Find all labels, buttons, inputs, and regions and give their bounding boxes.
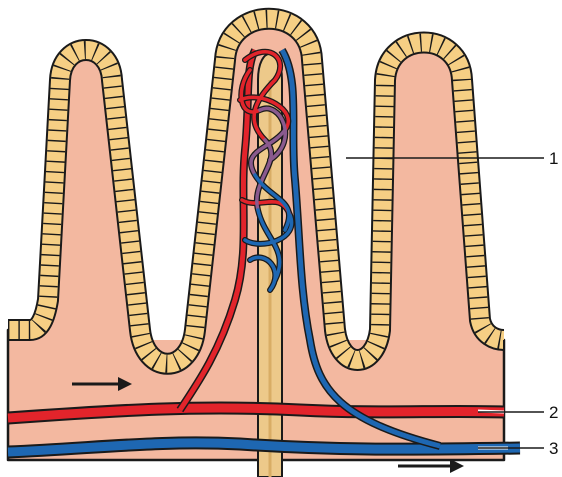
villi-tissue [8,19,504,460]
label-3: 3 [549,439,558,458]
label-1: 1 [549,149,558,168]
venule [8,443,520,452]
label-2: 2 [549,403,558,422]
